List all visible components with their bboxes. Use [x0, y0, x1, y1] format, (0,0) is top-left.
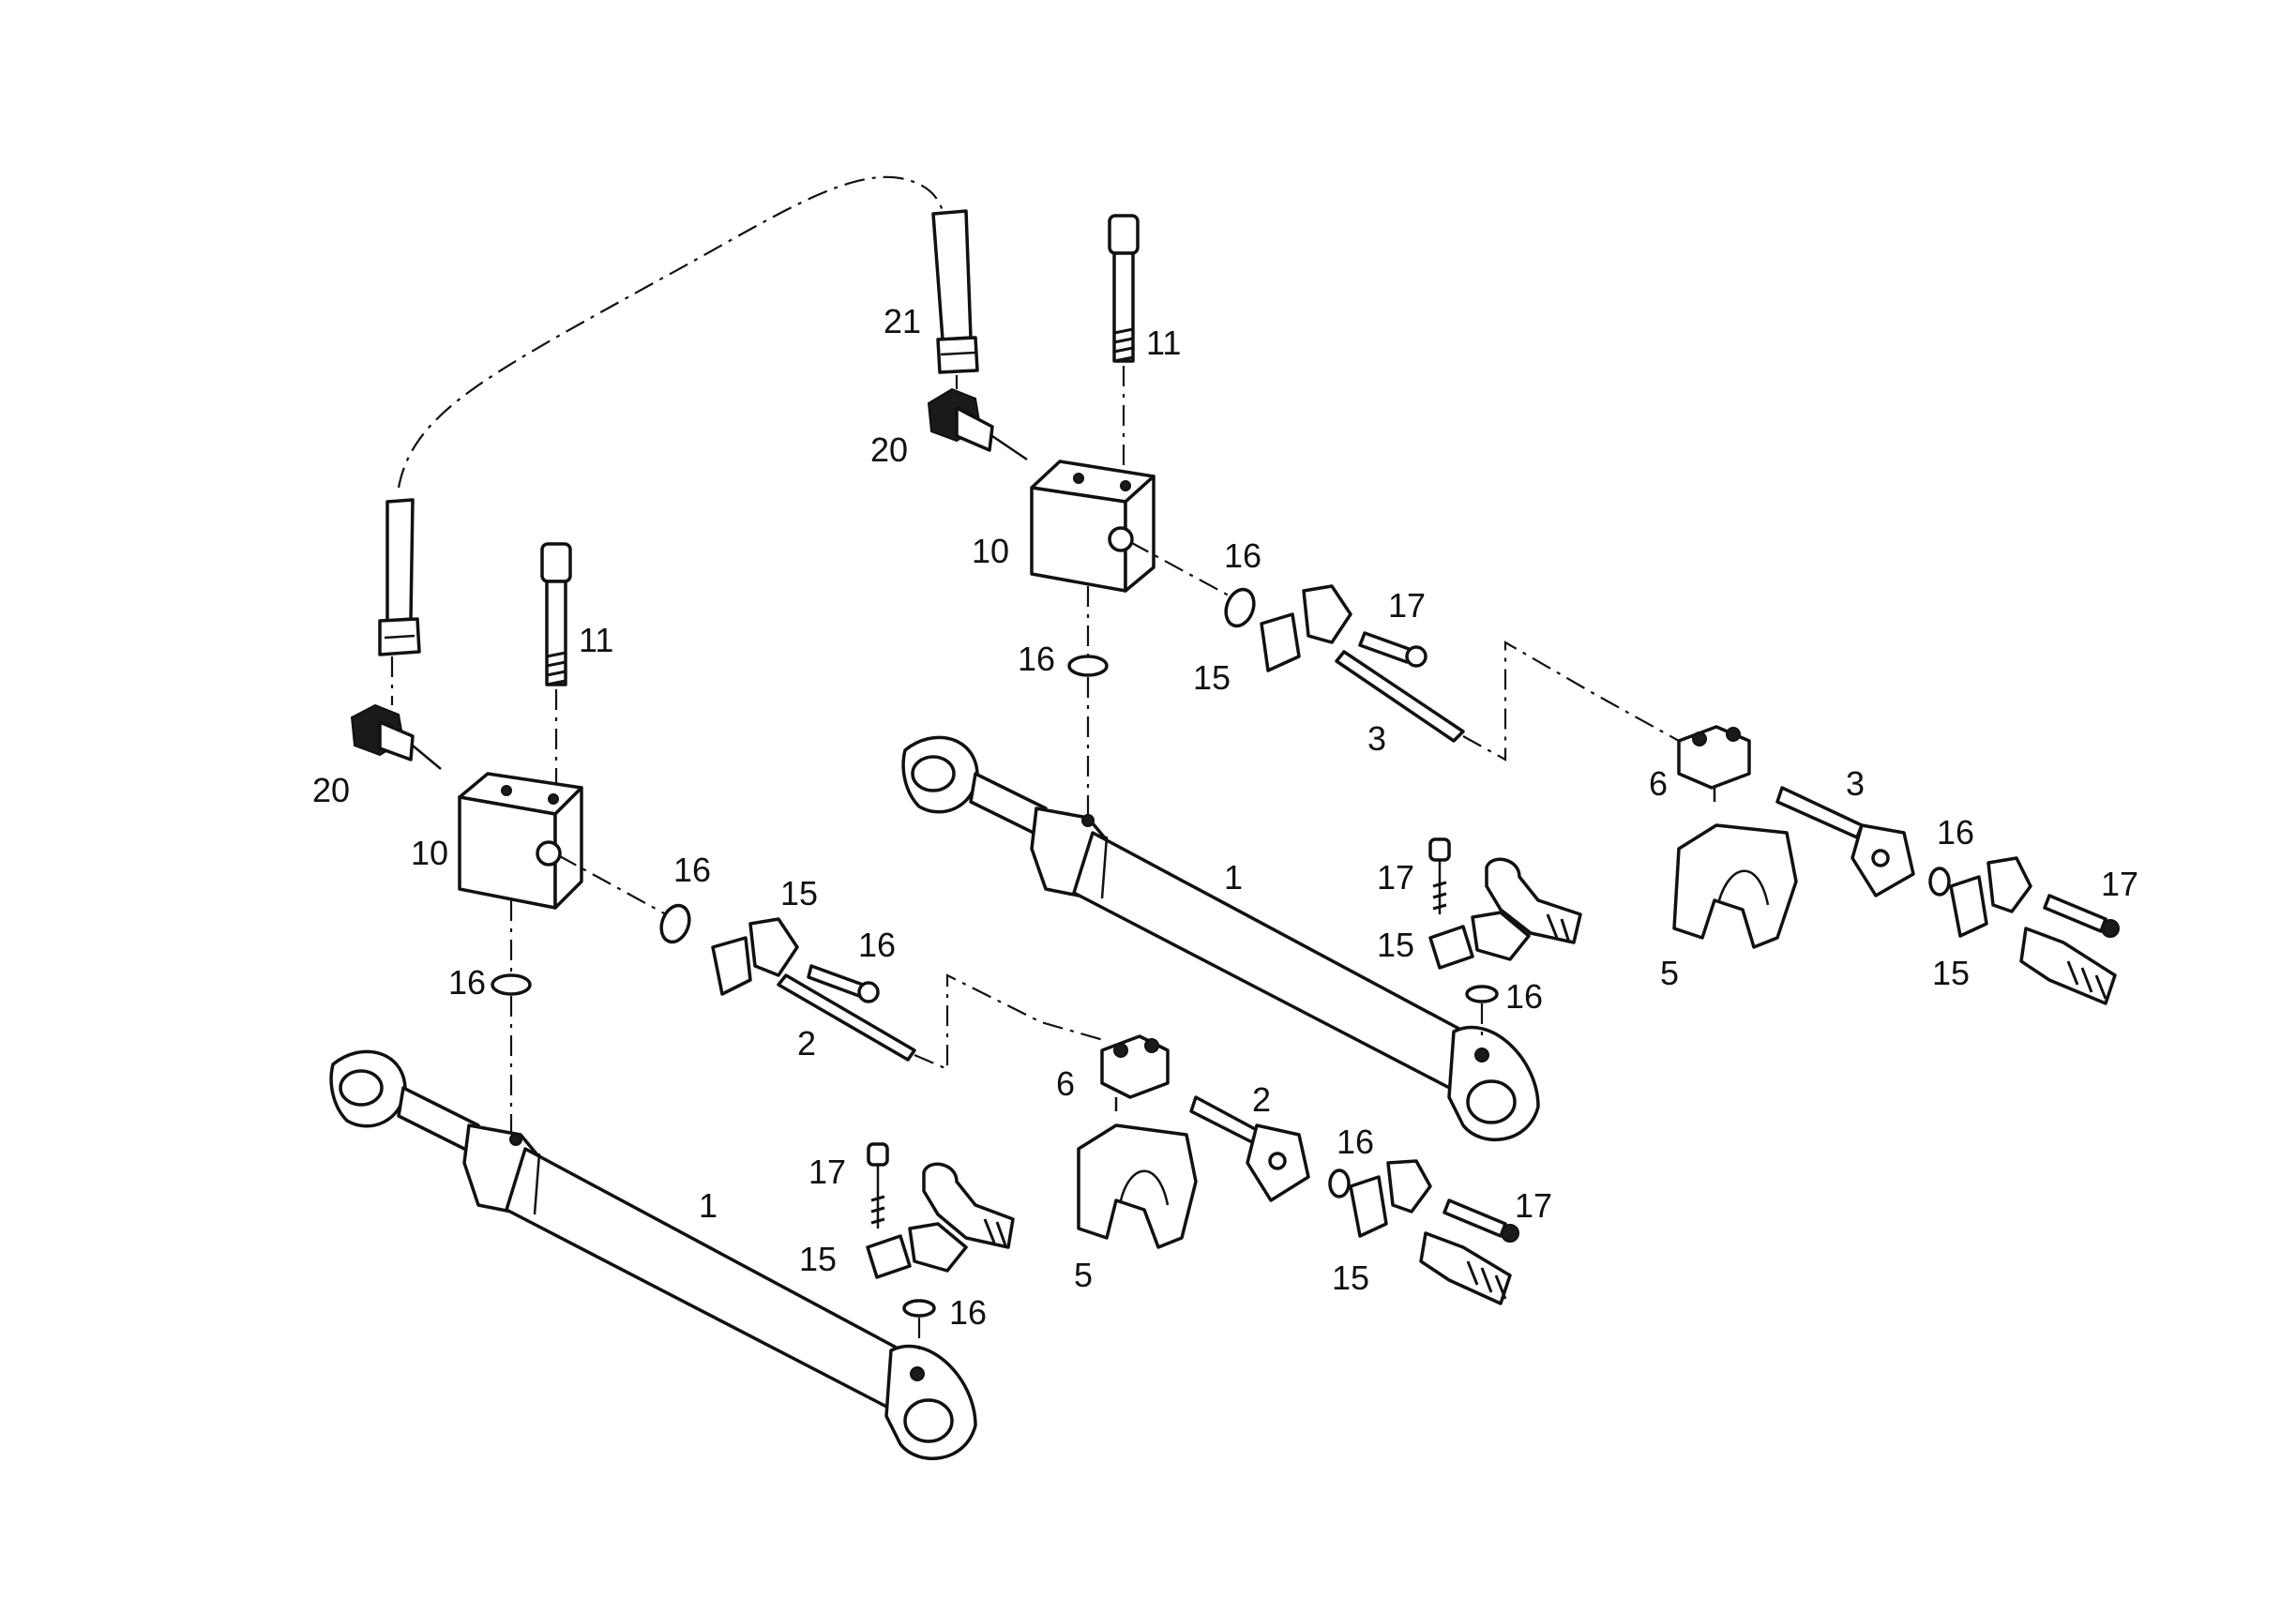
- callout-right-16-d: 16: [1505, 977, 1543, 1016]
- seal-block-right: [1224, 587, 1256, 628]
- callout-left-15-c: 15: [1332, 1259, 1369, 1297]
- retainer-group-left: [711, 917, 916, 1062]
- clamp-lower-left: [1077, 1123, 1198, 1249]
- hose-line: [397, 175, 944, 489]
- callout-left-2-b: 2: [1252, 1080, 1271, 1119]
- bolt-11-right: [1108, 214, 1140, 469]
- callout-left-20: 20: [312, 771, 350, 809]
- fitting-right: [927, 375, 1028, 461]
- callout-left-16-washer: 16: [448, 963, 486, 1002]
- callout-left-15-b: 15: [799, 1240, 837, 1278]
- hose-end-left: [378, 498, 421, 656]
- callout-right-15-a: 15: [1193, 658, 1231, 697]
- valve-block-left: [458, 772, 667, 975]
- retainer-group-flange-right: [1949, 856, 2120, 1005]
- callout-left-6: 6: [1056, 1064, 1075, 1103]
- callout-right-1: 1: [1224, 858, 1243, 897]
- callout-left-17-b: 17: [1515, 1186, 1552, 1225]
- callout-right-20: 20: [870, 430, 908, 469]
- flange-pin-left: [1189, 1095, 1310, 1202]
- retainer-detail-right: [1428, 837, 1582, 1036]
- valve-block-right: [1030, 460, 1230, 656]
- callout-left-16-ring: 16: [949, 1293, 987, 1332]
- callout-right-5: 5: [1660, 954, 1679, 992]
- callout-right-17-b: 17: [1377, 858, 1414, 897]
- clamp-upper-left: [1100, 1034, 1170, 1111]
- seal-block-left: [659, 903, 691, 944]
- retainer-group-right: [1260, 584, 1465, 743]
- ring-16-right-flange: [1928, 867, 1951, 897]
- callout-left-15-a: 15: [780, 874, 818, 912]
- retainer-detail-lower-left: [866, 1142, 1015, 1355]
- callout-right-6: 6: [1649, 764, 1668, 803]
- flange-pin-right: [1775, 786, 1915, 897]
- callout-right-16-c: 16: [1937, 813, 1974, 852]
- washer-under-block-right: [1067, 655, 1109, 677]
- callout-right-16-a: 16: [1224, 536, 1261, 575]
- callout-left-16-bolt: 16: [858, 926, 896, 964]
- callout-left-1: 1: [699, 1186, 718, 1225]
- callout-right-16-b: 16: [1018, 640, 1055, 678]
- callout-right-21: 21: [884, 302, 921, 340]
- retainer-group-flange-left: [1349, 1159, 1519, 1305]
- callout-right-3-b: 3: [1846, 764, 1865, 803]
- callout-left-17-a: 17: [808, 1153, 846, 1191]
- callout-left-16-seal: 16: [673, 851, 711, 889]
- callout-left-2: 2: [797, 1024, 816, 1063]
- bolt-11-left: [540, 542, 572, 783]
- fitting-left: [350, 656, 442, 770]
- washer-under-block-left: [491, 973, 532, 996]
- callout-right-17-c: 17: [2101, 865, 2138, 903]
- callout-right-17-a: 17: [1388, 586, 1426, 625]
- cylinder-left: [329, 1049, 977, 1461]
- clamp-lower-right: [1672, 823, 1798, 949]
- right-assembly: [901, 209, 2120, 1142]
- left-assembly: [329, 498, 1519, 1461]
- callout-right-10: 10: [972, 532, 1009, 570]
- cylinder-right: [901, 735, 1540, 1142]
- callout-left-11: 11: [579, 621, 613, 659]
- callout-right-15-b: 15: [1377, 926, 1414, 964]
- callout-right-11: 11: [1146, 324, 1181, 362]
- callout-right-3: 3: [1367, 719, 1386, 758]
- clamp-upper-right: [1677, 725, 1751, 802]
- callout-left-16-b: 16: [1337, 1123, 1374, 1161]
- callout-left-10: 10: [411, 834, 448, 872]
- callout-right-15-c: 15: [1932, 954, 1970, 992]
- hose-21: [931, 209, 979, 374]
- callout-left-5: 5: [1074, 1256, 1093, 1294]
- ring-16-left-flange: [1328, 1168, 1351, 1198]
